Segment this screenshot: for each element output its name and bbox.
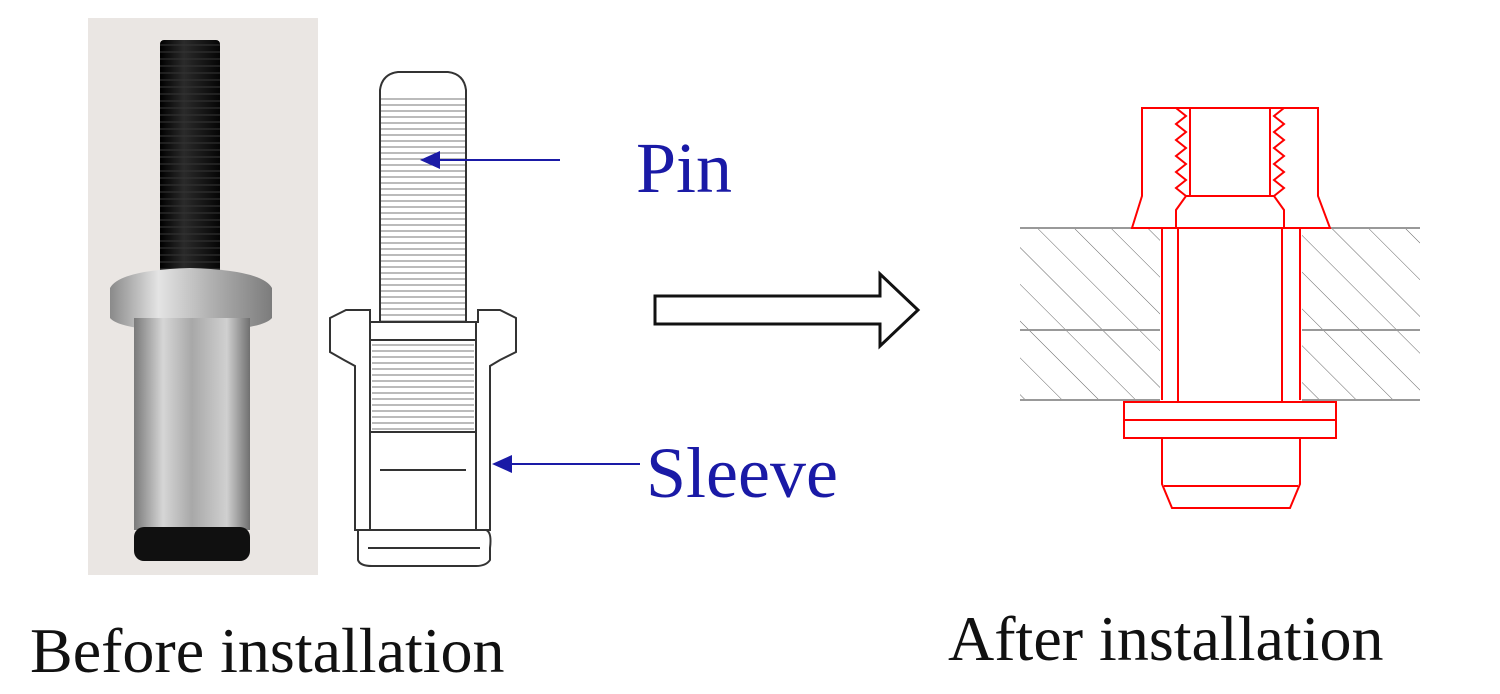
pin-label: Pin [636,128,732,208]
before-installation-caption: Before installation [30,615,505,686]
sleeve-label: Sleeve [646,433,838,513]
left-arrow-icon [420,151,440,169]
pin-pointer [420,151,560,169]
sleeve-pointer [492,455,640,473]
fastener-photo [88,18,318,575]
after-installation-caption: After installation [948,603,1383,674]
pin-sleeve-drawing [329,71,517,567]
left-arrow-icon [492,455,512,473]
process-arrow-icon [653,270,921,350]
installed-section [1020,107,1420,509]
